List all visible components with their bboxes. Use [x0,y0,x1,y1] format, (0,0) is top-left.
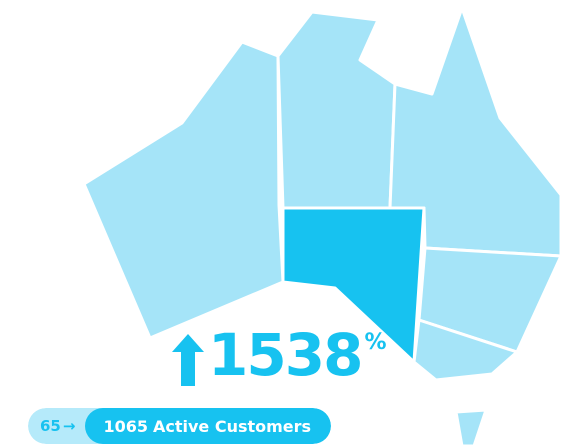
arrow-right-icon: → [62,417,76,435]
previous-count: 65 [40,417,61,435]
growth-unit: % [364,330,387,355]
customers-pill: 65 → 1065 Active Customers [28,408,332,444]
region-south-australia[interactable] [281,206,426,364]
arrow-up-icon [172,334,204,386]
region-northern-territory[interactable] [276,10,397,210]
current-customers: 1065 Active Customers [85,408,332,444]
customers-label: Active Customers [152,416,312,436]
current-count: 1065 [103,416,148,436]
region-victoria[interactable] [412,318,519,382]
growth-value: 1538 [208,321,363,389]
region-tasmania[interactable] [454,408,488,446]
region-western-australia[interactable] [82,40,285,340]
growth-stat: 1538 % [170,326,386,390]
